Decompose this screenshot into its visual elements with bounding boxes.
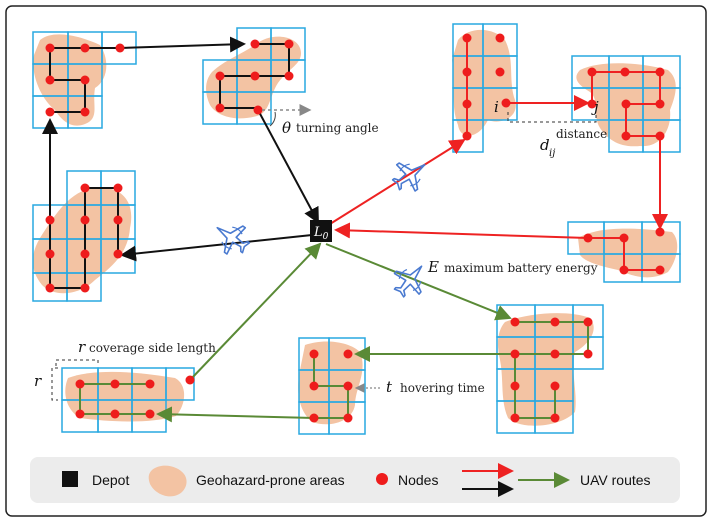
legend-area-swatch [148,465,187,497]
arrow-tl-to-tm [119,36,246,53]
svg-text:j: j [591,98,599,116]
coverage-annotation: r coverage side length r [34,338,216,401]
svg-text:Geohazard-prone areas: Geohazard-prone areas [196,472,345,488]
route-top-right-right [591,71,661,137]
svg-text:r: r [78,338,86,356]
arrow-depot-to-ml [120,234,313,262]
svg-text:t: t [386,378,393,396]
route-mid-right [588,237,660,271]
svg-text:L0: L0 [313,225,329,242]
svg-text:Depot: Depot [92,472,129,488]
svg-text:Nodes: Nodes [398,472,438,488]
legend: Depot Geohazard-prone areas Nodes UAV ro… [30,457,680,503]
svg-text:E: E [427,258,439,276]
arrow-bl-to-depot [189,242,322,381]
svg-text:ij: ij [549,148,555,159]
svg-text:maximum battery energy: maximum battery energy [444,261,598,275]
route-bottom-right [514,321,589,419]
battery-annotation: E maximum battery energy [427,258,598,276]
turning-angle-annotation: θ turning angle [262,104,379,137]
svg-text:i: i [494,98,499,116]
arrow-bm-to-bl [156,406,315,423]
svg-text:r: r [34,372,42,390]
svg-text:d: d [540,136,550,154]
area-mid-right [578,228,678,278]
nodes [45,33,665,423]
arrow-depot-to-trl [329,138,466,225]
svg-text:hovering time: hovering time [400,381,485,395]
area-mid-left [32,187,132,294]
depot: L0 [310,220,332,242]
svg-text:θ: θ [282,119,291,137]
distance-annotation: i j distance d ij [494,98,607,159]
svg-text:turning angle: turning angle [296,121,379,135]
arrow-mr-to-depot [334,222,589,239]
legend-node-swatch [376,473,388,485]
svg-text:distance: distance [556,127,607,141]
arrow-depot-to-br [325,243,512,321]
arrow-tm-to-depot [257,109,319,224]
route-mid-left [49,187,119,289]
inter-area-routes [42,36,668,423]
svg-text:coverage side length: coverage side length [89,341,216,355]
legend-depot-swatch [62,471,78,487]
hovering-annotation: t hovering time [354,378,485,396]
svg-text:UAV routes: UAV routes [580,472,651,488]
